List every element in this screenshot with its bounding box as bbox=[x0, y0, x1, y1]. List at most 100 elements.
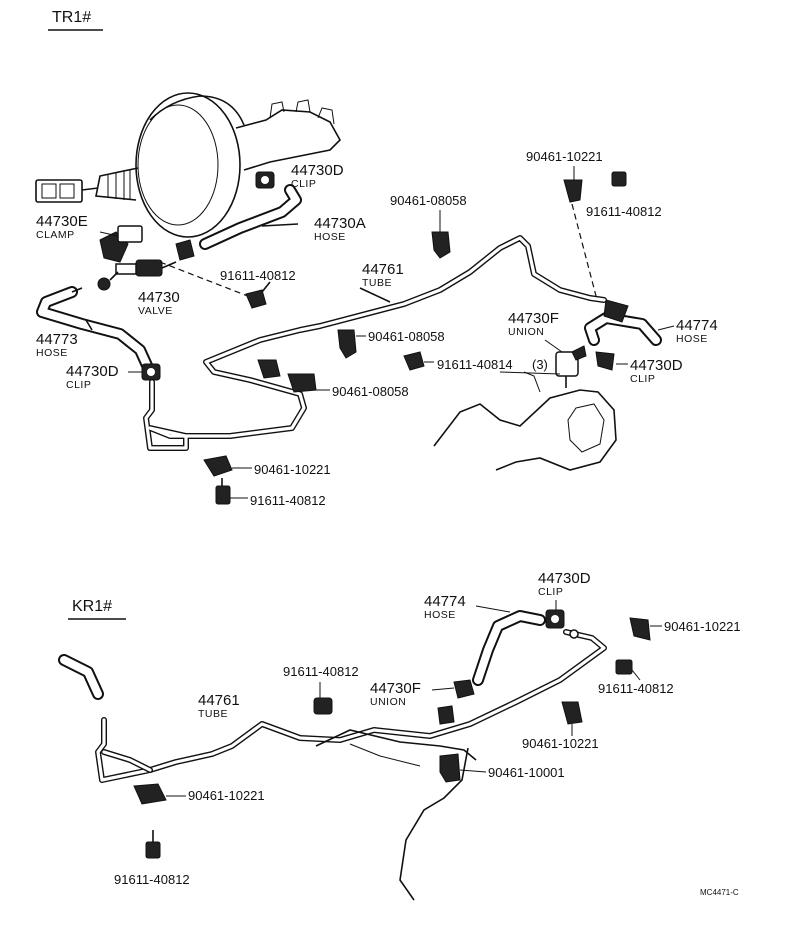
kr1-label-bolt-91611-40812-mid: 91611-40812 bbox=[283, 664, 359, 679]
part-number: 44761 bbox=[198, 692, 240, 709]
kr1-label-clamp-90461-10221-mid: 90461-10221 bbox=[522, 736, 599, 751]
kr1-bolt-91611-40812-right-icon bbox=[615, 659, 633, 675]
part-name: CLIP bbox=[291, 178, 316, 190]
part-name: UNION bbox=[370, 696, 406, 708]
kr1-bolt-91611-40812-bottom-icon bbox=[145, 830, 161, 859]
tr1-hose-44773-drawing bbox=[36, 286, 156, 378]
kr1-union-44730f-icon bbox=[437, 679, 475, 725]
tr1-label-valve-44730: 44730 VALVE bbox=[138, 289, 180, 317]
section-kr1-title: KR1# bbox=[72, 598, 112, 615]
part-name: CLIP bbox=[630, 373, 655, 385]
tr1-label-hose-44773: 44773 HOSE bbox=[36, 331, 78, 359]
part-name: TUBE bbox=[362, 277, 392, 289]
part-name: CLIP bbox=[66, 379, 91, 391]
kr1-label-bolt-91611-40812-bottom: 91611-40812 bbox=[114, 872, 190, 887]
kr1-label-bolt-91611-40812-right: 91611-40812 bbox=[598, 681, 674, 696]
part-number: 44774 bbox=[676, 317, 718, 334]
tr1-label-hose-44730a: 44730A HOSE bbox=[314, 215, 366, 243]
part-name: HOSE bbox=[36, 347, 68, 359]
section-tr1-header: TR1# bbox=[48, 9, 103, 31]
part-number: 44730D bbox=[66, 363, 119, 380]
part-number: 44730 bbox=[138, 289, 180, 306]
tr1-label-union-44730f: 44730F UNION bbox=[508, 310, 559, 338]
tr1-label-clamp-90461-08058-top: 90461-08058 bbox=[390, 193, 467, 208]
part-number: 44773 bbox=[36, 331, 78, 348]
tr1-bolt-91611-40812-bottom-icon bbox=[215, 478, 231, 505]
tr1-hose-44774-drawing bbox=[584, 299, 662, 371]
kr1-engine-outline-drawing bbox=[315, 729, 477, 901]
tr1-label-bolt-91611-40812-bottom: 91611-40812 bbox=[250, 493, 326, 508]
tr1-clamp-44730e-icon bbox=[99, 225, 195, 263]
tr1-label-clamp-90461-08058-low: 90461-08058 bbox=[332, 384, 409, 399]
part-name: HOSE bbox=[314, 231, 346, 243]
part-number: 44730F bbox=[508, 310, 559, 327]
part-name: CLAMP bbox=[36, 229, 75, 241]
section-kr1-header: KR1# bbox=[68, 598, 126, 620]
tr1-dashed-lead-clamp bbox=[571, 203, 597, 297]
kr1-label-clamp-90461-10221-right: 90461-10221 bbox=[664, 619, 741, 634]
kr1-label-hose-44774: 44774 HOSE bbox=[424, 593, 466, 621]
kr1-clamp-90461-10221-left-icon bbox=[133, 783, 167, 805]
part-name: TUBE bbox=[198, 708, 228, 720]
part-name: CLIP bbox=[538, 586, 563, 598]
kr1-clip-44730d-icon bbox=[545, 609, 579, 639]
part-number: 44730D bbox=[630, 357, 683, 374]
part-number: 44730D bbox=[538, 570, 591, 587]
tr1-label-bolt-91611-40812-top: 91611-40812 bbox=[586, 204, 662, 219]
tr1-label-clamp-44730e: 44730E CLAMP bbox=[36, 213, 88, 241]
kr1-bolt-91611-40812-mid-icon bbox=[313, 697, 333, 715]
tr1-clip-44730d-left-icon bbox=[141, 363, 161, 381]
tr1-tube-44761-drawing bbox=[143, 235, 607, 451]
kr1-tube-44761-drawing bbox=[95, 629, 607, 783]
drawing-code: MC4471-C bbox=[700, 888, 739, 897]
tr1-label-hose-44774: 44774 HOSE bbox=[676, 317, 718, 345]
kr1-clamp-90461-10221-mid-icon bbox=[561, 701, 583, 725]
tr1-label-clamp-90461-10221-bottom: 90461-10221 bbox=[254, 462, 331, 477]
kr1-label-clamp-90461-10221-left: 90461-10221 bbox=[188, 788, 265, 803]
tr1-label-clip-44730d-left: 44730D CLIP bbox=[66, 363, 119, 391]
tr1-bolt-91611-40814-icon bbox=[403, 351, 425, 371]
part-number: 44774 bbox=[424, 593, 466, 610]
tr1-hose-44730a-drawing bbox=[199, 184, 302, 250]
tr1-label-tube-44761: 44761 TUBE bbox=[362, 261, 404, 289]
tr1-label-qty: (3) bbox=[532, 357, 548, 372]
kr1-label-tube-44761: 44761 TUBE bbox=[198, 692, 240, 720]
tr1-clamp-90461-10221-bottom-icon bbox=[203, 455, 233, 477]
tr1-label-clip-44730d-right: 44730D CLIP bbox=[630, 357, 683, 385]
tr1-label-clip-44730d-top: 44730D CLIP bbox=[291, 162, 344, 190]
tr1-valve-44730-icon bbox=[97, 259, 177, 291]
part-number: 44761 bbox=[362, 261, 404, 278]
part-number: 44730E bbox=[36, 213, 88, 230]
kr1-hose-stub-drawing bbox=[58, 654, 104, 700]
tr1-clip-44730d-top-icon bbox=[255, 171, 275, 189]
kr1-label-clamp-90461-10001: 90461-10001 bbox=[488, 765, 565, 780]
part-name: VALVE bbox=[138, 305, 173, 317]
tr1-dashed-lead-bolt-a bbox=[159, 261, 259, 301]
tr1-label-clamp-90461-08058-mid: 90461-08058 bbox=[368, 329, 445, 344]
tr1-label-bolt-91611-40812-a: 91611-40812 bbox=[220, 268, 296, 283]
kr1-hose-44774-drawing bbox=[472, 610, 546, 686]
part-name: HOSE bbox=[424, 609, 456, 621]
tr1-label-bolt-91611-40814: 91611-40814 bbox=[437, 357, 513, 372]
part-name: UNION bbox=[508, 326, 544, 338]
tr1-engine-outline-drawing bbox=[433, 371, 617, 471]
tr1-clamp-90461-10221-top-icon bbox=[563, 179, 583, 203]
tr1-label-clamp-90461-10221-top: 90461-10221 bbox=[526, 149, 603, 164]
kr1-clamp-90461-10001-icon bbox=[439, 753, 461, 783]
kr1-leader-lines bbox=[166, 600, 662, 797]
section-tr1-title: TR1# bbox=[52, 9, 91, 26]
kr1-label-union-44730f: 44730F UNION bbox=[370, 680, 421, 708]
brake-booster-drawing bbox=[35, 92, 341, 238]
tr1-clamp-90461-08058-top-icon bbox=[431, 231, 451, 259]
kr1-clamp-90461-10221-right-icon bbox=[629, 617, 651, 641]
tr1-bolt-91611-40812-top-icon bbox=[611, 171, 627, 187]
tr1-leader-lines bbox=[99, 166, 675, 499]
tr1-union-44730f-icon bbox=[555, 345, 587, 388]
part-number: 44730F bbox=[370, 680, 421, 697]
part-number: 44730D bbox=[291, 162, 344, 179]
tr1-clamp-90461-08058-mid-icon bbox=[337, 329, 357, 359]
tr1-bolt-91611-40812-a-icon bbox=[245, 281, 271, 309]
part-number: 44730A bbox=[314, 215, 366, 232]
kr1-label-clip-44730d: 44730D CLIP bbox=[538, 570, 591, 598]
